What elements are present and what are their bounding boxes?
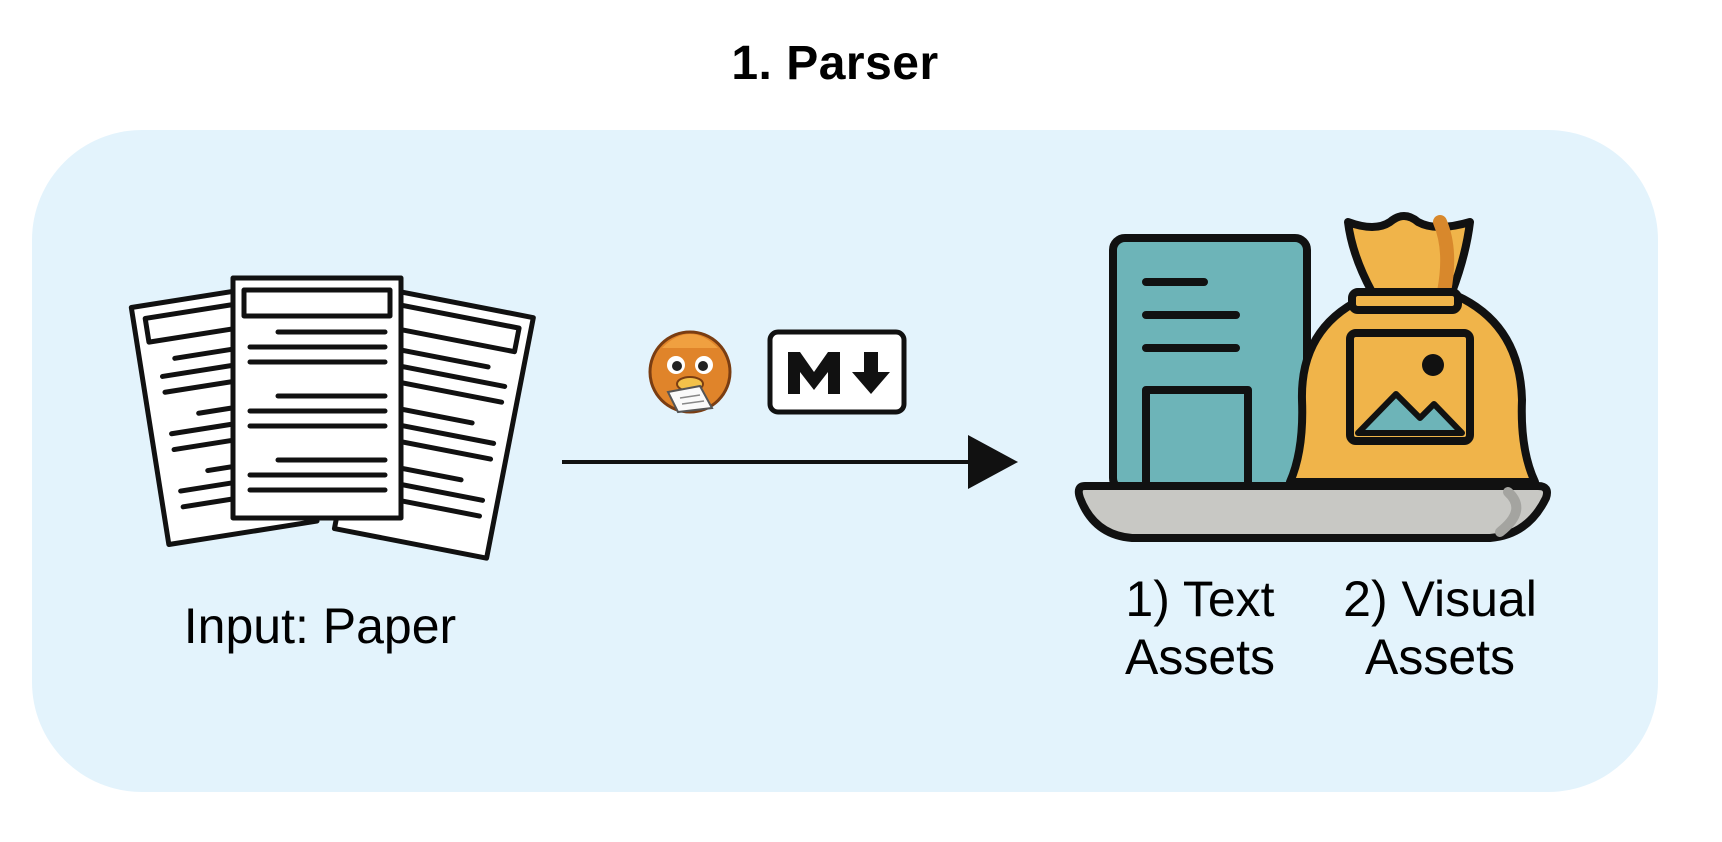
tray-icon [1074,482,1551,542]
input-label: Input: Paper [183,598,457,654]
papers-icon [128,275,536,561]
duck-mascot-icon [648,330,732,414]
diagram-title: 1. Parser [731,37,939,90]
visual-assets-label-line-2: Assets [1364,629,1516,685]
flow-arrow [562,435,1018,489]
text-document-icon [1109,234,1311,494]
text-assets-label-line-1: 1) Text [1125,571,1275,627]
visual-assets-label: 2) Visual Assets [1300,570,1580,686]
markdown-icon [767,329,907,415]
text-assets-label-line-2: Assets [1124,629,1276,685]
text-assets-label: 1) Text Assets [1080,570,1320,686]
image-bag-icon [1286,212,1539,486]
visual-assets-label-line-1: 2) Visual [1343,571,1537,627]
paper-center [230,275,404,521]
